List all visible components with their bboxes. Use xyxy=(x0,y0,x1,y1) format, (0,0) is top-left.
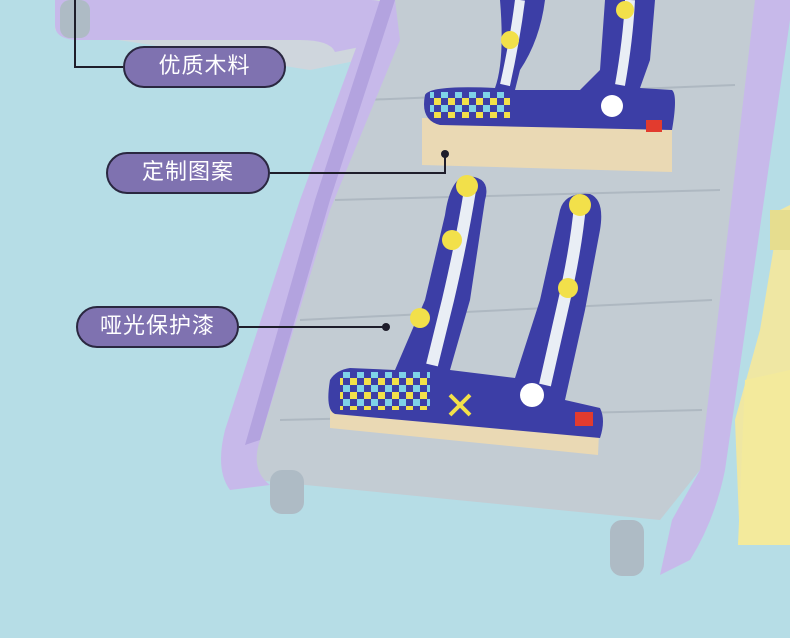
upper-board xyxy=(422,0,675,172)
callout-material: 优质木料 xyxy=(123,46,286,88)
main-board xyxy=(328,175,603,455)
callout-pattern: 定制图案 xyxy=(106,152,270,194)
slide-top-deck xyxy=(55,0,395,70)
leader-lines xyxy=(74,0,446,328)
leader-dots xyxy=(382,150,449,331)
callout-finish: 哑光保护漆 xyxy=(76,306,239,348)
yellow-blocks xyxy=(735,205,790,545)
